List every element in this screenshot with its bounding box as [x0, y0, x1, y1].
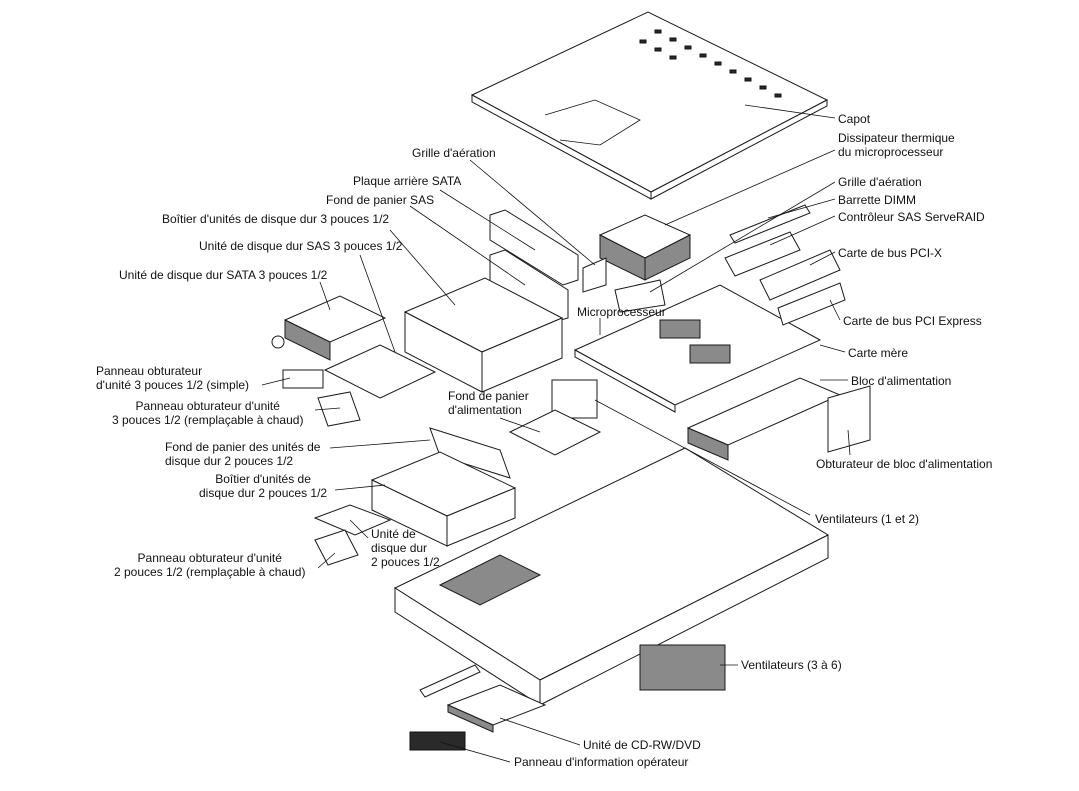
label-filler-hotswap-25-line2: 2 pouces 1/2 (remplaçable à chaud) — [114, 565, 306, 579]
label-cdrw-drive: Unité de CD-RW/DVD — [583, 738, 701, 752]
label-heat-sink-line2: du microprocesseur — [838, 145, 944, 159]
label-filler-simple-line2: d'unité 3 pouces 1/2 (simple) — [96, 378, 250, 392]
label-pcix-card: Carte de bus PCI-X — [838, 246, 943, 260]
label-backplane-25: Fond de panier des unités de disque dur … — [165, 440, 320, 468]
label-drive-cage-25-line1: Boîtier d'unités de — [215, 472, 311, 486]
label-pcie-card: Carte de bus PCI Express — [843, 314, 982, 328]
leader-lines — [261, 104, 851, 763]
label-air-baffle-top: Grille d'aération — [412, 146, 496, 160]
sata-backplate-part — [489, 209, 579, 286]
label-drive-25-line1: Unité de — [371, 527, 416, 541]
label-sas-controller: Contrôleur SAS ServeRAID — [838, 210, 985, 224]
label-drive-25: Unité de disque dur 2 pouces 1/2 — [371, 527, 440, 569]
label-heat-sink-line1: Dissipateur thermique — [838, 131, 955, 145]
operator-panel-part — [409, 731, 466, 751]
label-power-supply-filler: Obturateur de bloc d'alimentation — [816, 457, 993, 471]
heat-sink-part — [598, 214, 692, 281]
label-power-backplane-line2: d'alimentation — [448, 403, 522, 417]
power-supply-filler-part — [827, 385, 871, 453]
label-power-supply: Bloc d'alimentation — [851, 374, 952, 388]
label-power-backplane-line1: Fond de panier — [448, 389, 529, 403]
label-drive-cage-25-line2: disque dur 2 pouces 1/2 — [199, 486, 328, 500]
label-drive-cage-35: Boîtier d'unités de disque dur 3 pouces … — [162, 212, 390, 226]
sas-controller-part — [724, 231, 801, 277]
label-filler-hotswap-25-line1: Panneau obturateur d'unité — [137, 551, 282, 565]
label-filler-hotswap-35-line2: 3 pouces 1/2 (remplaçable à chaud) — [112, 413, 304, 427]
label-filler-simple-line1: Panneau obturateur — [96, 364, 203, 378]
label-filler-simple: Panneau obturateur d'unité 3 pouces 1/2 … — [96, 364, 249, 392]
air-baffle-right-part — [614, 279, 666, 313]
pcix-riser-part — [759, 249, 841, 301]
pcie-riser-part — [777, 282, 846, 326]
chassis-part — [393, 447, 830, 706]
label-filler-hotswap-25: Panneau obturateur d'unité 2 pouces 1/2 … — [114, 551, 305, 579]
label-drive-cage-25: Boîtier d'unités de disque dur 2 pouces … — [199, 472, 327, 500]
filler-panel-simple-part — [282, 369, 324, 389]
label-motherboard: Carte mère — [848, 346, 909, 360]
label-drive-25-line3: 2 pouces 1/2 — [371, 555, 440, 569]
cover-part — [470, 11, 829, 200]
label-sas-backplane: Fond de panier SAS — [326, 193, 435, 207]
label-backplane-25-line1: Fond de panier des unités de — [165, 440, 321, 454]
label-sas-drive-35: Unité de disque dur SAS 3 pouces 1/2 — [199, 239, 403, 253]
drive-25-part — [313, 504, 392, 536]
label-fans-1-2: Ventilateurs (1 et 2) — [815, 512, 920, 526]
label-microprocessor: Microprocesseur — [577, 305, 666, 319]
label-fans-3-6: Ventilateurs (3 à 6) — [741, 658, 842, 672]
filler-panel-hotswap-35-part — [317, 391, 361, 427]
cdrw-part — [419, 664, 547, 733]
label-sata-backplate: Plaque arrière SATA — [353, 174, 462, 188]
label-sata-drive-35: Unité de disque dur SATA 3 pouces 1/2 — [119, 268, 328, 282]
label-filler-hotswap-35-line1: Panneau obturateur d'unité — [135, 399, 280, 413]
backplane-25-part — [429, 427, 511, 479]
power-backplane-part — [508, 409, 602, 456]
drive-cage-25-part — [370, 451, 517, 547]
filler-panel-hotswap-25-part — [314, 529, 359, 566]
label-drive-25-line2: disque dur — [371, 541, 428, 555]
label-power-backplane: Fond de panier d'alimentation — [448, 389, 529, 417]
air-baffle-top-part — [582, 257, 607, 293]
label-cover: Capot — [838, 112, 871, 126]
drive-cage-35-part — [403, 277, 564, 393]
power-supply-part — [686, 377, 842, 461]
label-backplane-25-line2: disque dur 2 pouces 1/2 — [165, 454, 294, 468]
label-heat-sink: Dissipateur thermique du microprocesseur — [838, 131, 955, 159]
label-operator-panel: Panneau d'information opérateur — [514, 755, 689, 769]
sas-drive-35-part — [323, 344, 437, 399]
sata-drive-35-part — [271, 295, 387, 361]
label-filler-hotswap-35: Panneau obturateur d'unité 3 pouces 1/2 … — [112, 399, 303, 427]
fans-36-part — [639, 644, 726, 691]
motherboard-part — [573, 284, 822, 413]
label-air-baffle-right: Grille d'aération — [838, 175, 922, 189]
label-dimm: Barrette DIMM — [838, 193, 917, 207]
